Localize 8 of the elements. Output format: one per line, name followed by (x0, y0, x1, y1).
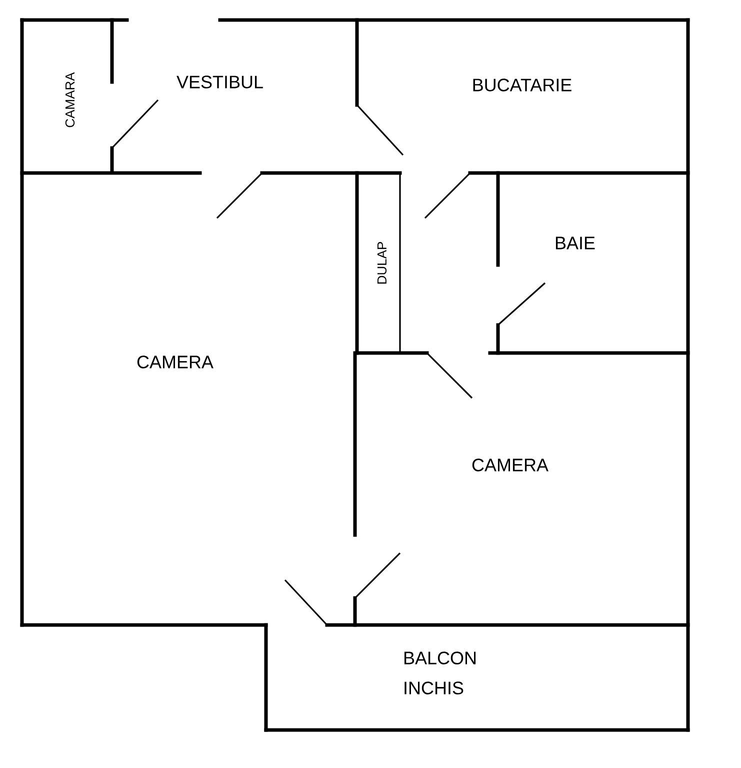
room-label: BALCON INCHIS (404, 652, 476, 694)
room-label: VESTIBUL (176, 76, 263, 88)
room-label: CAMERA (472, 458, 548, 472)
room-label: DULAP (377, 242, 387, 284)
room-label: CAMERA (137, 356, 214, 368)
room-label: BAIE (556, 236, 595, 250)
room-label: BUCATARIE (473, 78, 572, 92)
room-label: CAMARA (65, 72, 75, 128)
